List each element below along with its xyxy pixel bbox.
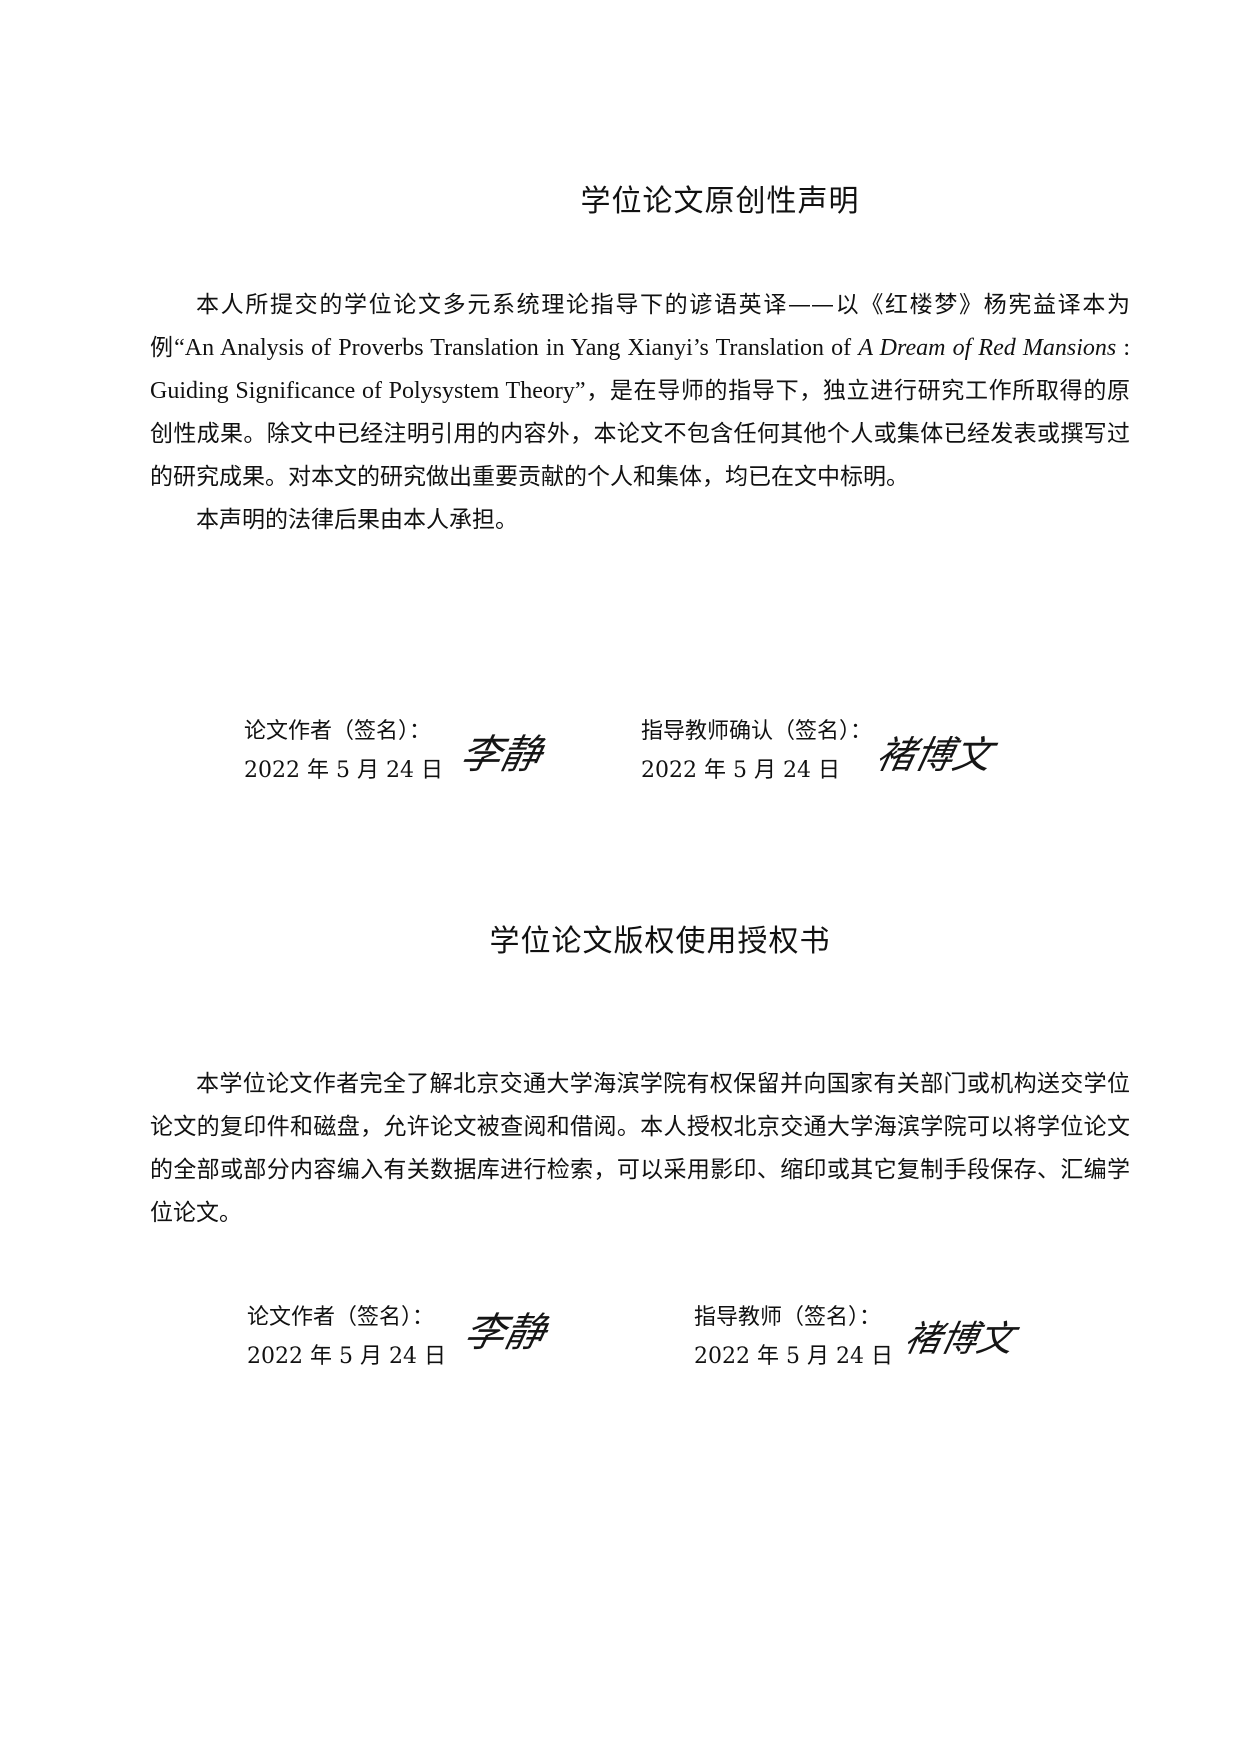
declaration-author-signature-block: 论文作者（签名）： 2022 年 5 月 24 日 <box>244 712 443 790</box>
author-signature-date: 2022 年 5 月 24 日 <box>247 1344 446 1369</box>
advisor-signature-label: 指导教师确认（签名）： <box>641 719 873 744</box>
author-handwritten-signature: 李静 <box>456 732 547 778</box>
advisor-handwritten-signature: 褚博文 <box>872 733 996 777</box>
authorization-body: 本学位论文作者完全了解北京交通大学海滨学院有权保留并向国家有关部门或机构送交学位… <box>150 1063 1130 1235</box>
declaration-text-start: 本人所提交的学位论文多元系统理论指导下的谚语英译——以《红楼梦》杨宪益译本为例 <box>150 292 1130 361</box>
thesis-english-title-italic: A Dream of Red Mansions <box>858 335 1117 361</box>
author-signature-label: 论文作者（签名）： <box>244 719 432 744</box>
authorization-author-signature-block: 论文作者（签名）： 2022 年 5 月 24 日 <box>247 1298 446 1376</box>
declaration-text-end: ，是在导师的指导下，独立进行研究工作所取得的原创性成果。除文中已经注明引用的内容… <box>150 378 1130 490</box>
declaration-title: 学位论文原创性声明 <box>580 184 860 219</box>
advisor-handwritten-signature: 褚博文 <box>900 1319 1018 1360</box>
authorization-paragraph: 本学位论文作者完全了解北京交通大学海滨学院有权保留并向国家有关部门或机构送交学位… <box>150 1071 1130 1226</box>
author-signature-label: 论文作者（签名）： <box>247 1305 435 1330</box>
declaration-body: 本人所提交的学位论文多元系统理论指导下的谚语英译——以《红楼梦》杨宪益译本为例“… <box>150 284 1130 542</box>
legal-consequence-statement: 本声明的法律后果由本人承担。 <box>196 507 518 533</box>
authorization-advisor-signature-block: 指导教师（签名）： 2022 年 5 月 24 日 <box>694 1298 893 1376</box>
declaration-paragraph: 本人所提交的学位论文多元系统理论指导下的谚语英译——以《红楼梦》杨宪益译本为例“… <box>150 284 1130 499</box>
advisor-signature-date: 2022 年 5 月 24 日 <box>694 1344 893 1369</box>
author-handwritten-signature: 李静 <box>460 1310 551 1356</box>
declaration-advisor-signature-block: 指导教师确认（签名）： 2022 年 5 月 24 日 <box>641 712 872 790</box>
advisor-signature-date: 2022 年 5 月 24 日 <box>641 758 840 783</box>
author-signature-date: 2022 年 5 月 24 日 <box>244 758 443 783</box>
thesis-english-title-open: “An Analysis of Proverbs Translation in … <box>174 335 859 361</box>
advisor-signature-label: 指导教师（签名）： <box>694 1305 882 1330</box>
thesis-english-title-close: : Guiding Significance of Polysystem The… <box>150 335 1131 404</box>
authorization-title: 学位论文版权使用授权书 <box>489 924 831 959</box>
